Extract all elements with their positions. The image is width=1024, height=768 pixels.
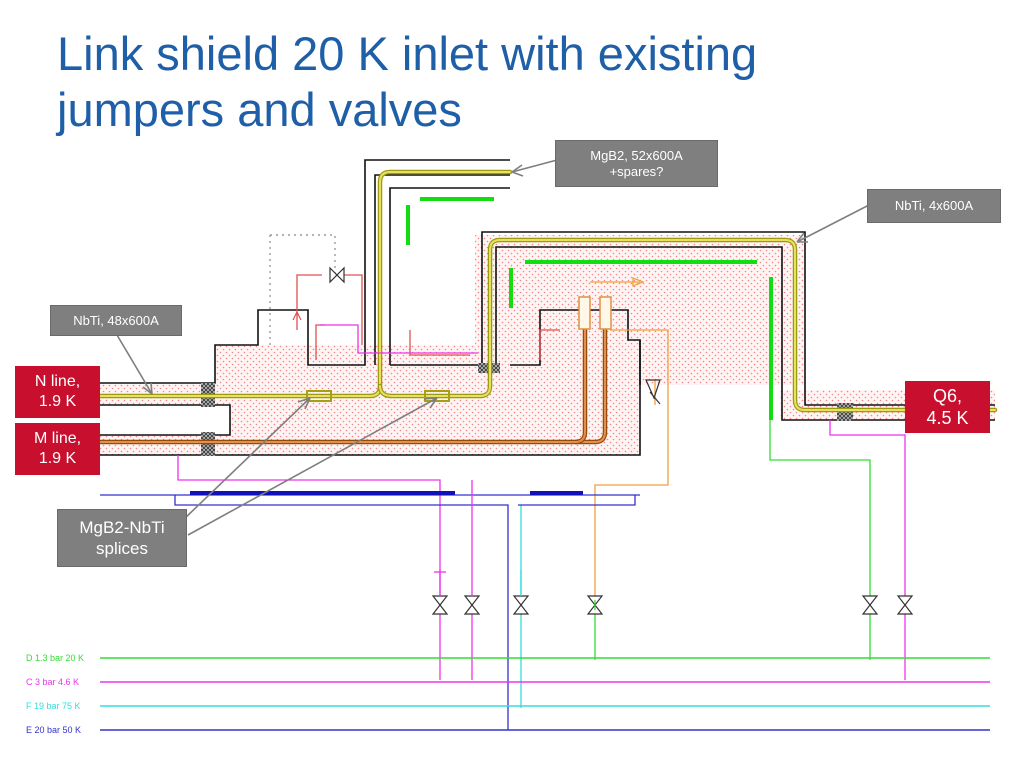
- header-label-d: D 1.3 bar 20 K: [26, 653, 85, 663]
- header-lines: [100, 657, 990, 731]
- callout-arrows: [116, 159, 870, 536]
- orange-pipes: [590, 277, 669, 600]
- tag-q6-line-1: Q6,: [932, 386, 962, 406]
- title-line-1: Link shield 20 K inlet with existing: [57, 27, 758, 80]
- tag-n-line-1: N line,: [34, 373, 81, 390]
- splice-boxes: [306, 390, 450, 402]
- tag-m-line-2: 1.9 K: [38, 450, 77, 467]
- valve-upper: [329, 266, 345, 284]
- tag-m-line: M line, 1.9 K: [15, 423, 100, 475]
- callout-nbti-4-text: NbTi, 4x600A: [894, 198, 974, 213]
- header-label-f: F 19 bar 75 K: [26, 701, 81, 711]
- tag-m-line-1: M line,: [33, 430, 82, 447]
- callout-nbti-48-text: NbTi, 48x600A: [73, 312, 159, 328]
- callout-mgb2-nbti-splices: MgB2-NbTi splices: [57, 509, 187, 567]
- orange-cable: [100, 300, 608, 445]
- title-line-2: jumpers and valves: [57, 83, 462, 136]
- header-label-e: E 20 bar 50 K: [26, 725, 82, 735]
- callout-splices-line-2: splices: [96, 539, 148, 558]
- callout-mgb2-52x600a: MgB2, 52x600A+spares?: [555, 140, 718, 187]
- dotted-bypass: [269, 234, 336, 345]
- green-pipes: [594, 420, 871, 660]
- tag-q6-line-2: 4.5 K: [926, 408, 969, 428]
- callout-nbti-48x600a: NbTi, 48x600A: [50, 305, 182, 336]
- slide-title: Link shield 20 K inlet with existing jum…: [57, 26, 957, 138]
- relief-valve: [645, 379, 661, 405]
- callout-nbti-4x600a: NbTi, 4x600A: [867, 189, 1001, 223]
- valve-stems: [434, 480, 596, 610]
- header-valves: [431, 595, 914, 615]
- callout-mgb2-line-1: MgB2, 52x600A: [590, 147, 683, 163]
- callout-splices-line-1: MgB2-NbTi: [79, 518, 165, 537]
- tag-n-line: N line, 1.9 K: [15, 366, 100, 418]
- red-arrow: [292, 310, 302, 321]
- callout-mgb2-line-2: +spares?: [609, 163, 664, 179]
- header-label-c: C 3 bar 4.6 K: [26, 677, 80, 687]
- yellow-cables: [97, 169, 998, 413]
- green-shield-bars: [406, 197, 773, 420]
- tag-q6: Q6,4.5 K: [905, 381, 990, 433]
- current-leads: [578, 296, 612, 330]
- tag-n-line-2: 1.9 K: [38, 393, 77, 410]
